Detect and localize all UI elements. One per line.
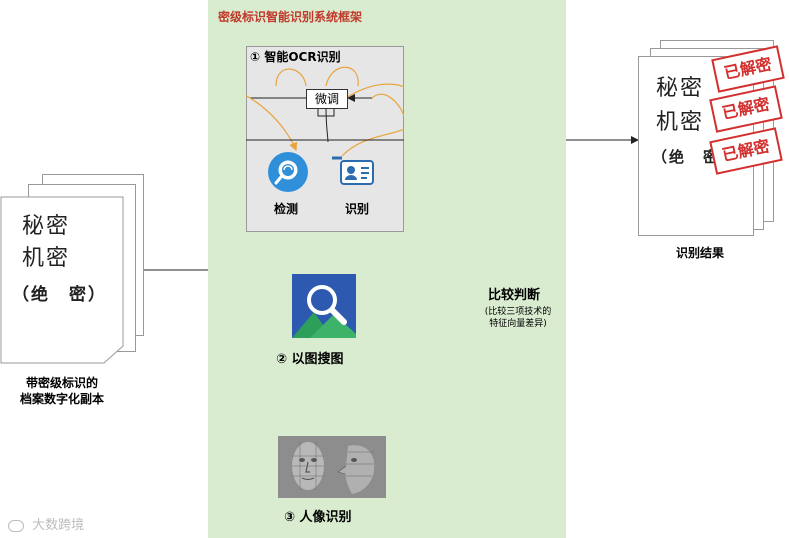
compare-note-line2: 特征向量差异) xyxy=(489,319,547,329)
ocr-module-title: ① 智能OCR识别 xyxy=(250,50,341,64)
result-caption: 识别结果 xyxy=(676,246,725,260)
fine-tune-box: 微调 xyxy=(306,89,348,109)
source-doc-front xyxy=(0,196,124,364)
source-secret-text: 秘密 xyxy=(22,214,71,239)
ocr-module-box xyxy=(246,46,404,232)
recognize-label: 识别 xyxy=(345,202,370,216)
source-caption-line1: 带密级标识的 xyxy=(26,376,99,390)
detect-icon xyxy=(268,152,308,192)
compare-title: 比较判断 xyxy=(488,288,541,303)
result-confidential-text: 机密 xyxy=(656,110,705,135)
framework-title: 密级标识智能识别系统框架 xyxy=(218,10,363,24)
source-caption-line2: 档案数字化副本 xyxy=(20,392,105,406)
image-search-icon xyxy=(292,274,356,338)
image-search-label: ② 以图搜图 xyxy=(276,352,344,367)
detect-label: 检测 xyxy=(274,202,299,216)
result-secret-text: 秘密 xyxy=(656,76,705,101)
watermark-text: 大数跨境 xyxy=(32,518,85,533)
ocr-inner-connectors xyxy=(246,66,404,160)
face-scan-image xyxy=(278,436,386,498)
watermark: 大数跨境 xyxy=(8,514,84,533)
face-recognition-label: ③ 人像识别 xyxy=(284,510,352,525)
id-card-icon xyxy=(340,158,374,186)
compare-note-line1: (比较三项技术的 xyxy=(484,307,552,317)
source-confidential-text: 机密 xyxy=(22,246,71,271)
watermark-logo-icon xyxy=(8,519,24,532)
source-top-secret-text: （绝 密） xyxy=(12,285,107,305)
result-top-secret-text: （绝 密 xyxy=(652,148,721,166)
